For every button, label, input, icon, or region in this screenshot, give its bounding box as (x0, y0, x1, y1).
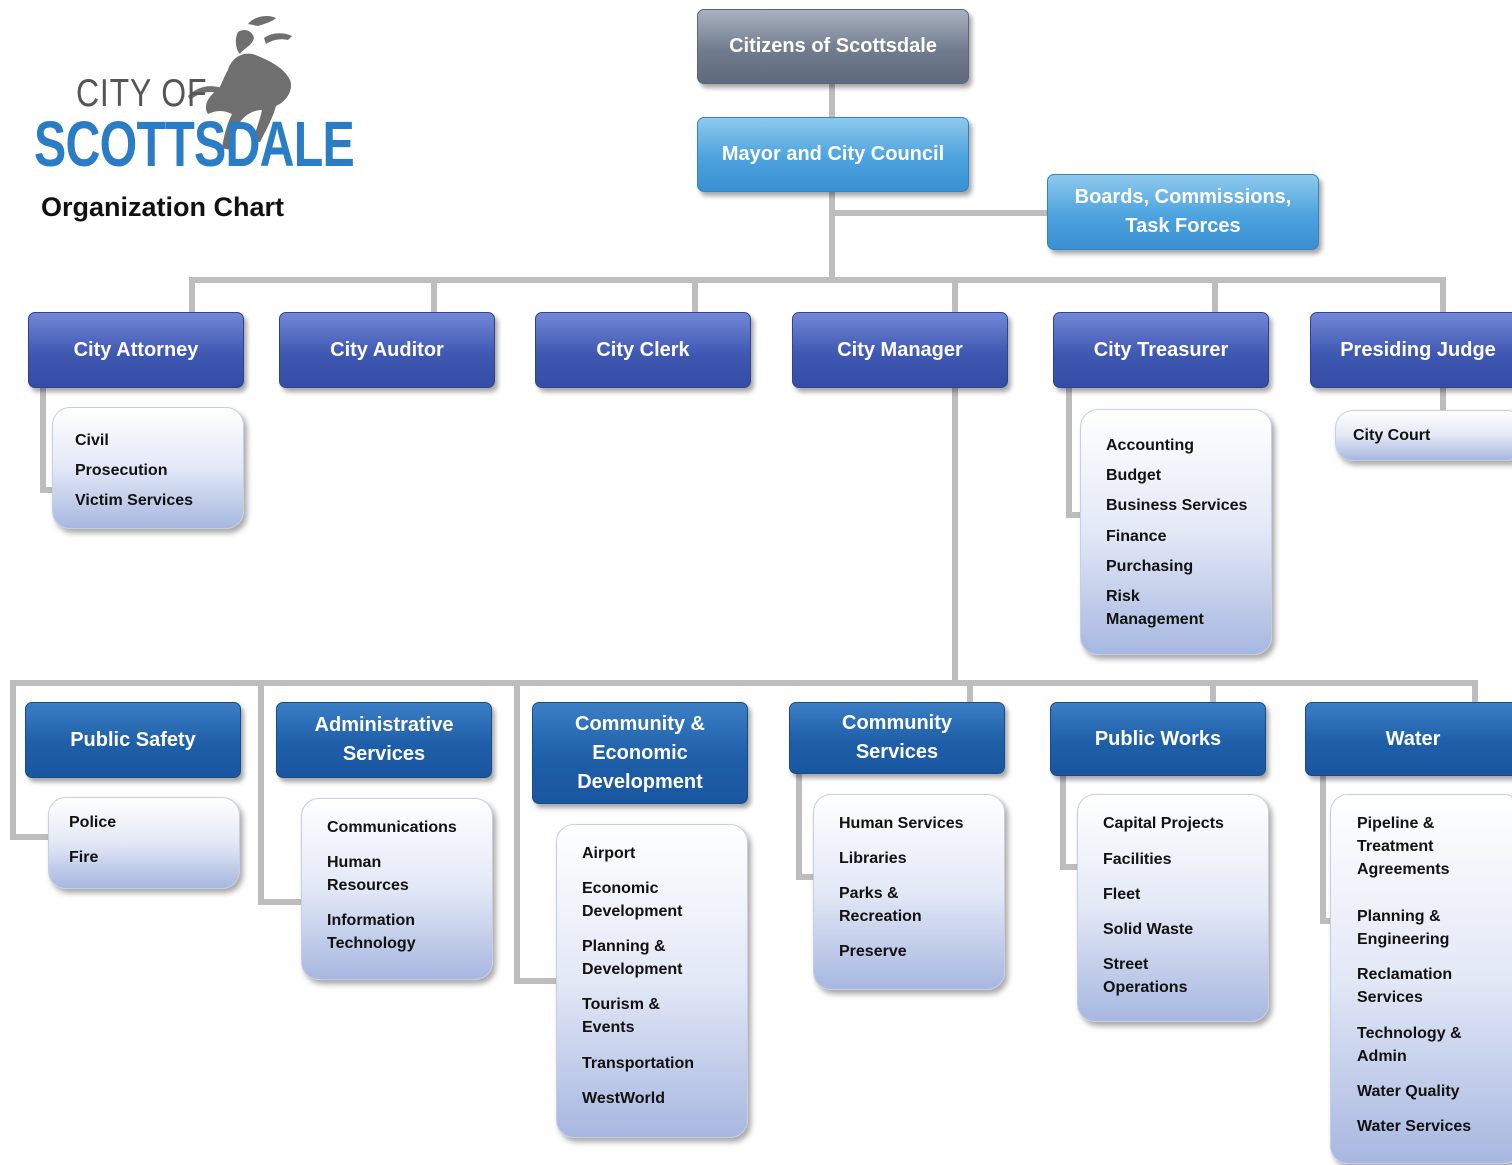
city-treasurer-box: City Treasurer (1053, 312, 1269, 388)
connector-drop-auditor (431, 277, 437, 315)
administrative-services-box: Administrative Services (276, 702, 492, 778)
community-services-box: Community Services (789, 702, 1005, 774)
connector-elbow-ced (514, 978, 558, 984)
list-item: Tourism & Events (582, 996, 660, 1036)
city-attorney-box: City Attorney (28, 312, 244, 388)
list-item: Communications (327, 819, 457, 836)
connector-public-works-elbow (1060, 864, 1078, 870)
connector-boards (832, 210, 1048, 216)
water-sub-box: Pipeline & Treatment Agreements Planning… (1330, 794, 1512, 1164)
list-item: Prosecution (75, 462, 168, 479)
connector-drop-ced (514, 680, 520, 984)
list-item: Planning & Engineering (1357, 908, 1450, 948)
water-box: Water (1305, 702, 1512, 776)
community-economic-development-box: Community & Economic Development (532, 702, 748, 804)
connector-drop-public-works (1210, 680, 1216, 704)
list-item: Parks & Recreation (839, 885, 922, 925)
connector-water-sub (1320, 770, 1326, 924)
list-item: Street Operations (1103, 956, 1188, 996)
connector-drop-clerk (692, 277, 698, 315)
page-title: Organization Chart (41, 192, 285, 222)
presiding-judge-box: Presiding Judge (1310, 312, 1512, 388)
city-attorney-sub-box: Civil Prosecution Victim Services (52, 407, 244, 529)
bronco-rider-icon (188, 16, 292, 151)
logo-scottsdale: SCOTTSDALE (34, 108, 355, 180)
list-item: Solid Waste (1103, 921, 1194, 938)
list-item: Budget (1106, 467, 1162, 484)
connector-drop-judge (1440, 277, 1446, 315)
city-auditor-box: City Auditor (279, 312, 495, 388)
list-item: Reclamation Services (1357, 966, 1453, 1006)
connector-elbow-public-safety (10, 834, 50, 840)
connector-community-elbow (796, 874, 814, 880)
connector-drop-treasurer (1212, 277, 1218, 315)
connector-officers-horizontal (189, 277, 1446, 283)
list-item: Information Technology (327, 912, 416, 952)
list-item: Civil (75, 432, 109, 449)
list-item: Fleet (1103, 886, 1141, 903)
public-safety-sub-box: Police Fire (48, 797, 240, 889)
public-safety-box: Public Safety (25, 702, 241, 778)
connector-drop-water (1472, 680, 1478, 704)
connector-drop-manager (952, 277, 958, 315)
connector-drop-public-safety (10, 680, 16, 840)
list-item: Water Services (1357, 1118, 1472, 1135)
list-item: Human Services (839, 815, 964, 832)
connector-public-works-sub (1060, 770, 1066, 870)
connector-community-sub (796, 770, 802, 880)
list-item: Fire (69, 849, 99, 866)
connector-drop-attorney (189, 277, 195, 315)
list-item: Preserve (839, 943, 907, 960)
list-item: City Court (1353, 427, 1431, 444)
public-works-sub-box: Capital Projects Facilities Fleet Solid … (1077, 794, 1269, 1022)
list-item: Police (69, 814, 117, 831)
list-item: Pipeline & Treatment Agreements (1357, 815, 1450, 878)
presiding-judge-sub-box: City Court (1335, 410, 1512, 461)
list-item: Accounting (1106, 437, 1194, 454)
list-item: Technology & Admin (1357, 1025, 1462, 1065)
connector-departments-horizontal (10, 680, 1478, 686)
connector-drop-community (967, 680, 973, 704)
connector-drop-admin (258, 680, 264, 905)
administrative-services-sub-box: Communications Human Resources Informati… (301, 798, 493, 980)
list-item: Finance (1106, 528, 1167, 545)
connector-water-elbow (1320, 918, 1334, 924)
list-item: Victim Services (75, 492, 194, 509)
council-box: Mayor and City Council (697, 117, 969, 192)
list-item: Water Quality (1357, 1083, 1460, 1100)
connector-treasurer-elbow (1066, 512, 1082, 518)
logo-city-of: CITY OF (76, 72, 208, 115)
list-item: Human Resources (327, 854, 409, 894)
city-treasurer-sub-box: Accounting Budget Business Services Fina… (1080, 409, 1272, 655)
city-manager-box: City Manager (792, 312, 1008, 388)
list-item: Business Services (1106, 497, 1248, 514)
connector-judge-sub (1440, 385, 1446, 411)
connector-attorney-sub (40, 385, 46, 493)
list-item: Airport (582, 845, 636, 862)
community-economic-development-sub-box: Airport Economic Development Planning & … (556, 824, 748, 1138)
list-item: Risk Management (1106, 588, 1204, 628)
connector-treasurer-sub (1066, 385, 1072, 518)
list-item: Facilities (1103, 851, 1172, 868)
list-item: Purchasing (1106, 558, 1194, 575)
community-services-sub-box: Human Services Libraries Parks & Recreat… (813, 794, 1005, 990)
citizens-box: Citizens of Scottsdale (697, 9, 969, 84)
list-item: Libraries (839, 850, 907, 867)
list-item: Economic Development (582, 880, 683, 920)
connector-manager-down (952, 385, 958, 685)
public-works-box: Public Works (1050, 702, 1266, 776)
list-item: Planning & Development (582, 938, 683, 978)
boards-box: Boards, Commissions, Task Forces (1047, 174, 1319, 250)
list-item: WestWorld (582, 1090, 665, 1107)
list-item: Transportation (582, 1055, 695, 1072)
city-clerk-box: City Clerk (535, 312, 751, 388)
scottsdale-logo: CITY OF SCOTTSDALE (30, 10, 355, 180)
connector-elbow-admin (258, 899, 302, 905)
list-item: Capital Projects (1103, 815, 1224, 832)
connector-attorney-elbow (40, 487, 54, 493)
